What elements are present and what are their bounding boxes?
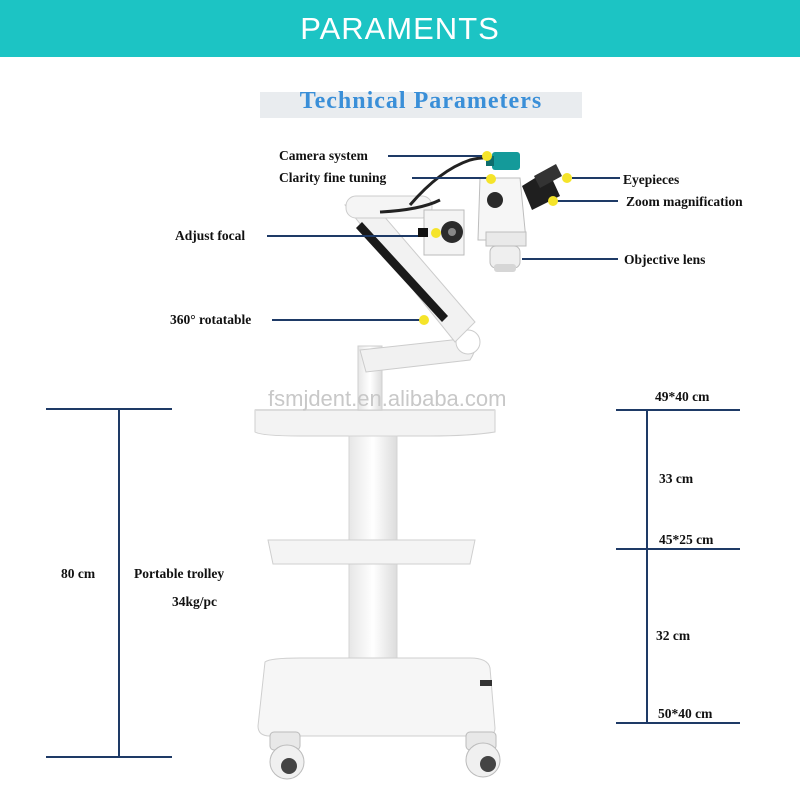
marker-clarity xyxy=(486,174,496,184)
height-dimension xyxy=(46,408,172,758)
dimension-top-tray: 49*40 cm xyxy=(655,389,710,404)
subtitle: Technical Parameters xyxy=(299,88,543,114)
banner-title: PARAMENTS xyxy=(300,10,500,46)
dimension-middle-tray: 45*25 cm xyxy=(659,532,714,547)
tray-dimensions xyxy=(616,409,740,724)
marker-eyepieces xyxy=(562,173,572,183)
dimension-bottom-tray: 50*40 cm xyxy=(658,706,713,721)
callout-markers xyxy=(419,151,572,325)
trolley-name: Portable trolley xyxy=(134,566,225,581)
watermark: fsmjdent.en.alibaba.com xyxy=(268,386,507,411)
label-camera-system: Camera system xyxy=(279,148,368,163)
marker-rotatable xyxy=(419,315,429,325)
trolley-weight: 34kg/pc xyxy=(172,594,218,609)
header-banner: PARAMENTS xyxy=(0,0,800,57)
leader-lines xyxy=(267,155,620,321)
label-objective-lens: Objective lens xyxy=(624,252,706,267)
label-clarity-fine-tuning: Clarity fine tuning xyxy=(279,170,387,185)
label-zoom-magnification: Zoom magnification xyxy=(626,194,743,209)
subtitle-box: Technical Parameters xyxy=(260,88,582,118)
marker-camera xyxy=(482,151,492,161)
label-adjust-focal: Adjust focal xyxy=(175,228,246,243)
caster-left xyxy=(269,731,305,780)
microscope-image xyxy=(344,152,562,411)
caster-right xyxy=(465,731,501,778)
dimension-lower-gap: 32 cm xyxy=(656,628,691,643)
trolley-image xyxy=(254,409,501,780)
dimension-upper-gap: 33 cm xyxy=(659,471,694,486)
label-360-rotatable: 360° rotatable xyxy=(170,312,252,327)
trolley-height: 80 cm xyxy=(61,566,96,581)
label-eyepieces: Eyepieces xyxy=(623,172,680,187)
marker-adjust-focal xyxy=(431,228,441,238)
marker-zoom xyxy=(548,196,558,206)
